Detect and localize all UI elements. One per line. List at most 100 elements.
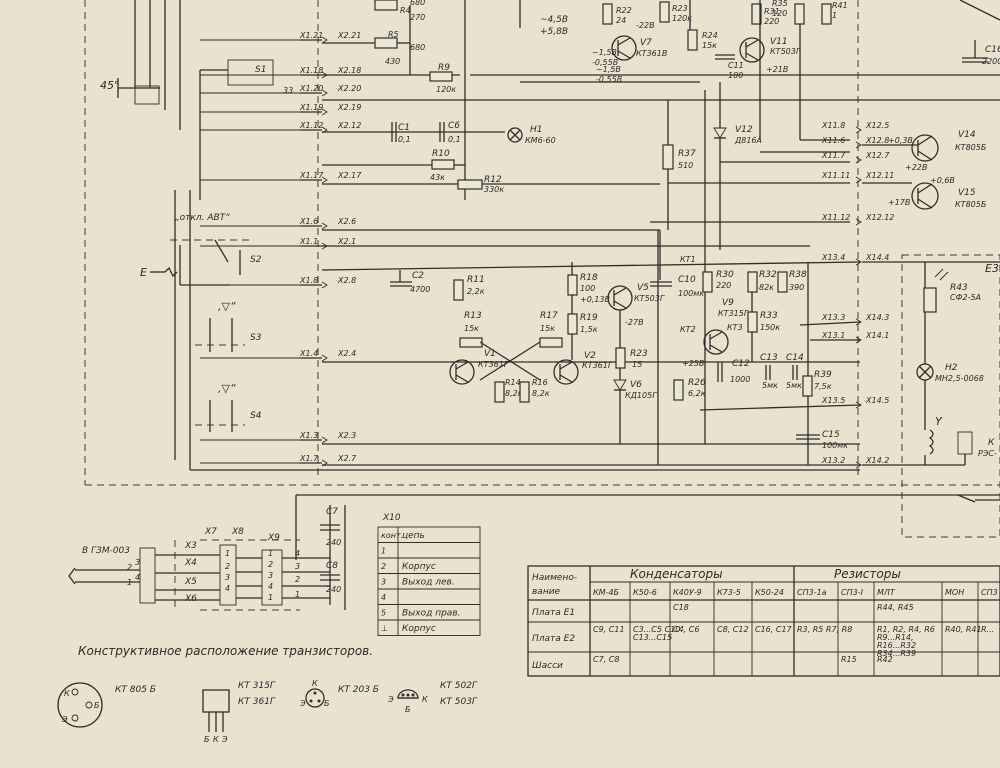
resistor-r32 [747, 271, 758, 293]
svg-text:+21В: +21В [766, 65, 788, 74]
x10-contact: 1 [381, 547, 386, 556]
svg-text:-22В: -22В [636, 21, 655, 30]
svg-text:R16: R16 [532, 378, 548, 387]
svg-text:-0,55В: -0,55В [592, 58, 618, 67]
table-cell: R44, R45 [877, 603, 914, 612]
svg-text:150к: 150к [760, 323, 780, 332]
resistor-r41 [821, 3, 832, 25]
svg-text:Y: Y [935, 415, 943, 428]
pin-number: 4 [268, 582, 273, 591]
svg-text:R24: R24 [702, 31, 718, 40]
svg-text:‚▽“: ‚▽“ [218, 382, 236, 395]
svg-text:R31: R31 [764, 7, 780, 16]
connector-x12-pin: X12.12 [865, 213, 894, 222]
x10-contact: 5 [381, 609, 386, 618]
svg-text:680: 680 [410, 0, 425, 7]
x10-contact: ⊥ [381, 624, 388, 633]
svg-text:+17В: +17В [888, 198, 910, 207]
svg-text:R9: R9 [438, 63, 450, 73]
x10-circuit: Корпус [402, 562, 436, 572]
pin-number: 1 [268, 593, 273, 602]
connector-x1-pin: X1.7 [299, 454, 319, 463]
table-cell: С18 [673, 603, 689, 612]
table-cell: R9...R14, [877, 633, 914, 642]
table-type-header: К50-6 [633, 588, 657, 597]
connector-x14-pin: X14.4 [865, 253, 889, 262]
connector-x1-pin: X1.1 [299, 237, 318, 246]
x10-contact: 3 [381, 578, 386, 587]
connector-x12-pin: X12.7 [865, 151, 890, 160]
table-cell: R16...R32 [877, 641, 916, 650]
connector-x2-pin: X2.7 [337, 454, 357, 463]
svg-text:Б: Б [324, 699, 330, 708]
s1-box [227, 59, 274, 86]
svg-text:2200: 2200 [982, 57, 1000, 66]
svg-text:2,2к: 2,2к [467, 287, 485, 296]
svg-text:КМ6-60: КМ6-60 [525, 136, 556, 145]
pin-number: 3 [135, 558, 140, 567]
transistor-layout: Конструктивное расположение транзисторов… [57, 644, 478, 744]
svg-text:КД105Г: КД105Г [625, 391, 657, 400]
table-cell: R40, R41 [945, 625, 982, 634]
svg-text:V12: V12 [735, 125, 753, 135]
svg-text:Д816А: Д816А [734, 136, 762, 145]
svg-text:8,2к: 8,2к [505, 389, 523, 398]
table-cell: С4, С6 [673, 625, 699, 634]
resistor-r-top-a [374, 0, 398, 11]
connector-x9 [261, 549, 283, 606]
svg-text:0,1: 0,1 [398, 135, 411, 144]
connector-x13-pin: X13.3 [821, 313, 845, 322]
connector-x2-pin: X2.19 [337, 103, 361, 112]
svg-text:V1: V1 [484, 349, 496, 359]
svg-text:R41: R41 [832, 1, 848, 10]
resistor-r9 [429, 71, 453, 82]
svg-text:-27В: -27В [625, 318, 644, 327]
connector-x2-pin: X2.1 [337, 237, 356, 246]
svg-text:КТ 502Г: КТ 502Г [440, 681, 478, 691]
resistor-r12 [457, 179, 483, 190]
connector-x12-pin: X12.11 [865, 171, 894, 180]
connector-x13-pin: X13.2 [821, 456, 845, 465]
transistor-v7 [611, 35, 637, 61]
svg-text:270: 270 [410, 13, 425, 22]
connector-x11-pin: X11.12 [821, 213, 850, 222]
svg-text:R18: R18 [580, 273, 598, 283]
svg-text:В ГЗМ-003: В ГЗМ-003 [82, 546, 130, 556]
svg-text:C1: C1 [398, 123, 410, 133]
svg-text:R35: R35 [772, 0, 788, 8]
svg-text:R37: R37 [678, 149, 696, 159]
connector-x1-pin: X1.19 [299, 103, 323, 112]
svg-text:СФ2-5А: СФ2-5А [950, 293, 981, 302]
svg-text:680: 680 [410, 43, 425, 52]
svg-text:R10: R10 [432, 149, 450, 159]
svg-text:К: К [213, 735, 219, 744]
table-group-resistors: Резисторы [834, 567, 901, 581]
table-row-header: Наимено- [532, 573, 577, 583]
table-type-header: СП3-I [841, 588, 864, 597]
svg-text:24: 24 [616, 16, 626, 25]
pin-number: 2 [225, 562, 230, 571]
resistor-r26 [673, 379, 684, 401]
table-row-name: Шасси [532, 661, 563, 671]
svg-text:+25В: +25В [682, 359, 704, 368]
svg-text:15к: 15к [540, 324, 555, 333]
svg-text:~4,5В: ~4,5В [540, 15, 568, 25]
connector-x11-pin: X11.11 [821, 171, 850, 180]
svg-text:390: 390 [789, 283, 804, 292]
table-type-header: МОН [945, 588, 964, 597]
s1-value: 33 [283, 86, 293, 95]
connector-x13-pin: X13.1 [821, 331, 845, 340]
svg-text:220: 220 [716, 281, 731, 290]
svg-text:8,2к: 8,2к [532, 389, 550, 398]
svg-text:R26: R26 [688, 378, 706, 388]
svg-text:КТ503Г: КТ503Г [634, 294, 665, 303]
svg-text:КТ361В: КТ361В [636, 49, 667, 58]
svg-text:КТ361Г: КТ361Г [582, 361, 613, 370]
connector-x11-pin: X11.8 [821, 121, 845, 130]
pin-number: 1 [225, 549, 230, 558]
svg-text:V7: V7 [640, 38, 652, 48]
resistor-r16 [519, 381, 530, 403]
svg-text:X8: X8 [231, 527, 244, 537]
svg-text:120к: 120к [436, 85, 456, 94]
